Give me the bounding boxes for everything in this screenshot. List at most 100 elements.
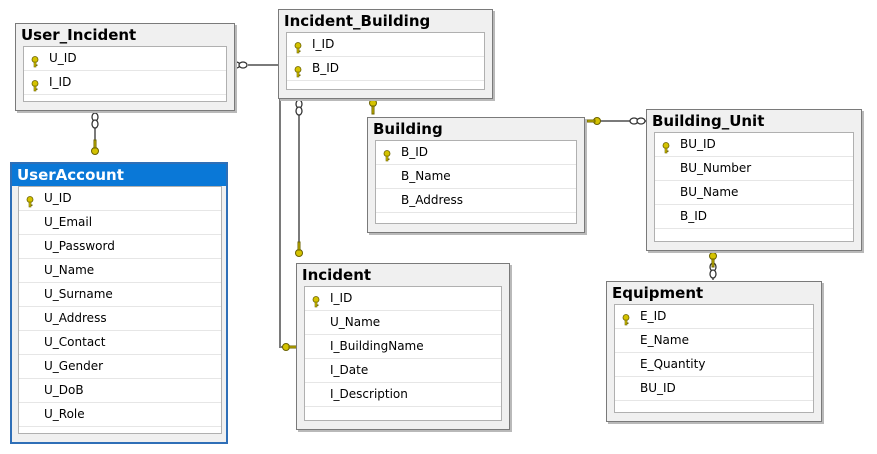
column-name: B_ID [312, 61, 340, 75]
column-name: I_ID [49, 75, 72, 89]
key-icon [586, 117, 601, 125]
column-name: BU_Number [680, 161, 752, 175]
column-row[interactable]: E_Quantity [615, 353, 813, 377]
relationship-line [279, 98, 297, 348]
column-name: U_Name [330, 315, 381, 329]
column-row[interactable]: B_Address [376, 189, 576, 213]
infinity-icon [91, 112, 99, 129]
column-row[interactable]: E_ID [615, 305, 813, 329]
column-row[interactable]: B_ID [376, 141, 576, 165]
column-row[interactable]: U_Email [19, 211, 221, 235]
column-row[interactable]: E_Name [615, 329, 813, 353]
column-row[interactable]: BU_Number [655, 157, 853, 181]
column-row[interactable]: I_BuildingName [305, 335, 501, 359]
column-name: U_Gender [44, 359, 104, 373]
table-incident-building[interactable]: Incident_Building I_ID B_ID [278, 9, 493, 99]
column-name: BU_Name [680, 185, 739, 199]
column-row[interactable]: U_Address [19, 307, 221, 331]
key-icon [709, 252, 717, 268]
column-name: E_Name [640, 333, 689, 347]
column-row[interactable]: U_Surname [19, 283, 221, 307]
column-name: U_Address [44, 311, 107, 325]
column-name: B_Name [401, 169, 451, 183]
column-row[interactable]: I_ID [305, 287, 501, 311]
column-row[interactable]: U_Name [19, 259, 221, 283]
column-name: BU_ID [640, 381, 676, 395]
column-name: I_BuildingName [330, 339, 424, 353]
column-row[interactable]: BU_ID [655, 133, 853, 157]
infinity-icon [629, 117, 646, 125]
column-row[interactable]: B_Name [376, 165, 576, 189]
infinity-icon [295, 99, 303, 116]
key-icon [293, 39, 303, 54]
table-title: User_Incident [21, 26, 137, 44]
key-icon [295, 241, 303, 257]
table-title: UserAccount [12, 164, 226, 186]
column-row[interactable]: BU_Name [655, 181, 853, 205]
table-title: Building_Unit [652, 112, 765, 130]
column-row[interactable]: U_ID [19, 187, 221, 211]
key-icon [369, 99, 377, 115]
column-row[interactable]: I_Date [305, 359, 501, 383]
column-row[interactable]: U_Role [19, 403, 221, 427]
key-icon [30, 77, 40, 92]
column-row[interactable]: B_ID [655, 205, 853, 229]
column-name: I_Description [330, 387, 408, 401]
column-name: U_DoB [44, 383, 84, 397]
column-name: U_Contact [44, 335, 106, 349]
column-name: I_ID [312, 37, 335, 51]
column-name: E_Quantity [640, 357, 706, 371]
column-name: U_Role [44, 407, 85, 421]
column-row[interactable]: U_Gender [19, 355, 221, 379]
column-row[interactable]: I_ID [287, 33, 484, 57]
column-row[interactable]: U_Password [19, 235, 221, 259]
column-list: U_ID I_ID [23, 46, 227, 102]
column-row[interactable]: U_Name [305, 311, 501, 335]
column-row[interactable]: I_ID [24, 71, 226, 95]
column-name: U_Email [44, 215, 93, 229]
column-name: E_ID [640, 309, 667, 323]
column-row[interactable]: BU_ID [615, 377, 813, 401]
key-icon [311, 293, 321, 308]
table-user-incident[interactable]: User_Incident U_ID I_ID [15, 23, 235, 111]
key-icon [621, 311, 631, 326]
column-row[interactable]: B_ID [287, 57, 484, 81]
column-name: B_Address [401, 193, 464, 207]
column-name: B_ID [680, 209, 708, 223]
column-name: U_Name [44, 263, 95, 277]
column-list: I_ID B_ID [286, 32, 485, 90]
table-title: Equipment [612, 284, 704, 302]
column-name: U_Password [44, 239, 115, 253]
column-name: U_ID [49, 51, 77, 65]
key-icon [382, 147, 392, 162]
key-icon [91, 139, 99, 155]
table-title: Incident_Building [284, 12, 431, 30]
column-name: U_ID [44, 191, 72, 205]
column-row[interactable]: I_Description [305, 383, 501, 407]
column-name: BU_ID [680, 137, 716, 151]
key-icon [25, 193, 35, 208]
key-icon [293, 63, 303, 78]
table-title: Incident [302, 266, 372, 284]
table-title: Building [373, 120, 443, 138]
key-icon [30, 53, 40, 68]
key-icon [661, 139, 671, 154]
column-name: U_Surname [44, 287, 113, 301]
column-name: I_ID [330, 291, 353, 305]
column-row[interactable]: U_DoB [19, 379, 221, 403]
column-name: B_ID [401, 145, 429, 159]
column-row[interactable]: U_Contact [19, 331, 221, 355]
key-icon [282, 343, 298, 351]
column-row[interactable]: U_ID [24, 47, 226, 71]
